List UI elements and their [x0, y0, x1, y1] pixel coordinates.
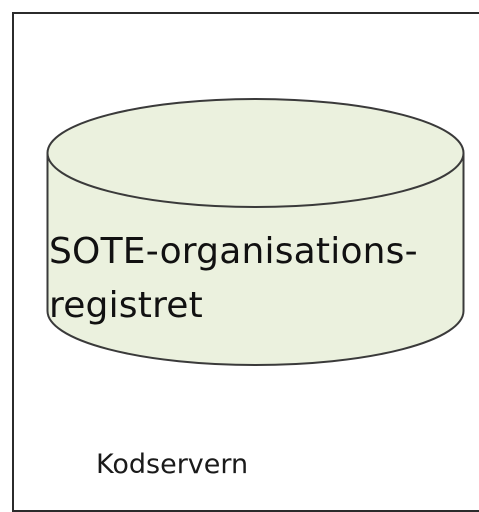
server-label: Kodservern	[96, 449, 249, 480]
database-label: SOTE-organisations- registret	[49, 225, 459, 333]
cylinder-top	[46, 98, 465, 208]
database-cylinder-icon	[46, 97, 465, 367]
database-label-line1: SOTE-organisations-	[49, 231, 418, 272]
cylinder-body	[46, 153, 465, 366]
database-label-line2: registret	[49, 285, 203, 326]
